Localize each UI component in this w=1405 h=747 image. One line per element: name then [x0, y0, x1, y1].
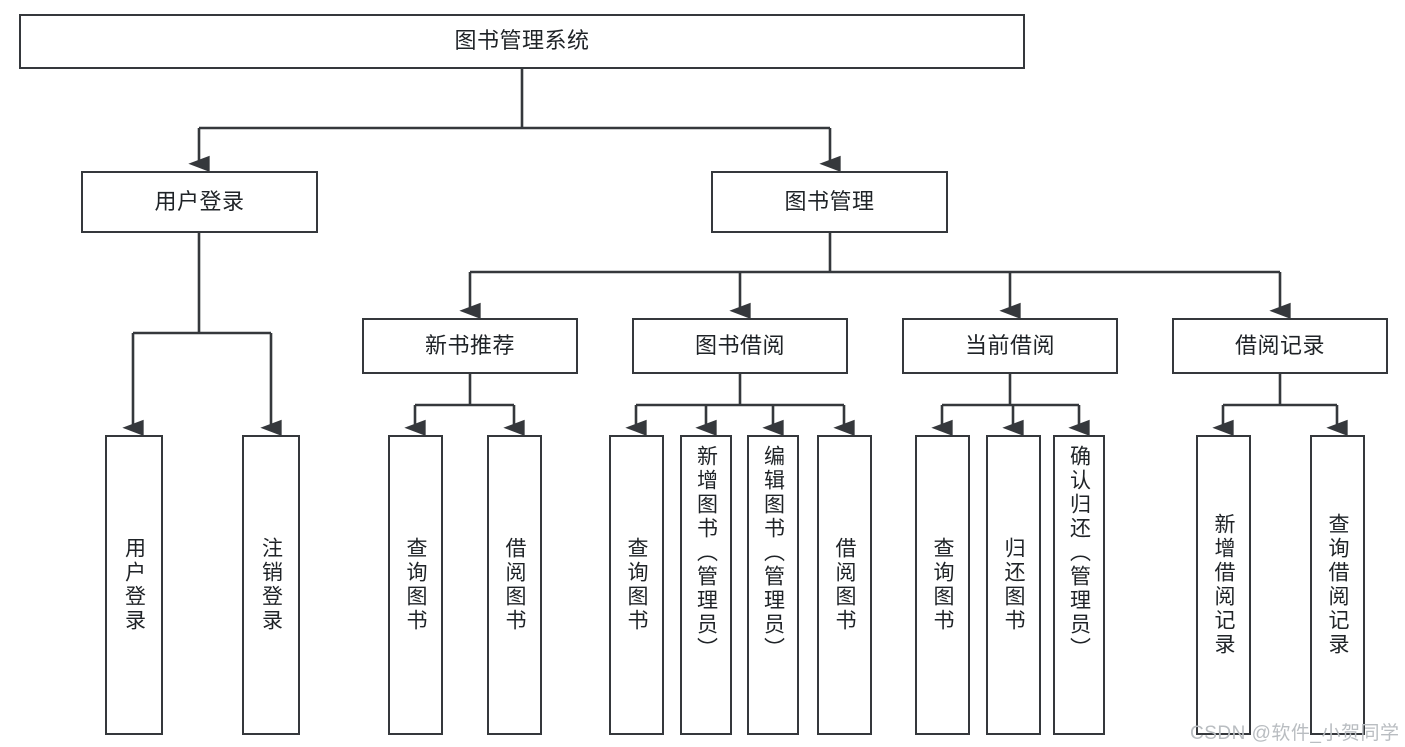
node-user-login-label: 用户登录 [154, 188, 245, 214]
node-leaf-borrow-book-rec[interactable]: 借阅图书 [487, 435, 542, 735]
csdn-watermark: CSDN @软件_小贺同学 [1190, 723, 1400, 744]
node-leaf-user-logout-label: 注销登录 [259, 537, 283, 633]
node-book-manage-label: 图书管理 [784, 188, 875, 214]
node-leaf-return-book[interactable]: 归还图书 [986, 435, 1041, 735]
node-leaf-user-login[interactable]: 用户登录 [105, 435, 163, 735]
node-new-book-rec[interactable]: 新书推荐 [362, 318, 578, 374]
node-borrow-record[interactable]: 借阅记录 [1172, 318, 1388, 374]
node-leaf-borrow-book[interactable]: 借阅图书 [817, 435, 872, 735]
node-new-book-rec-label: 新书推荐 [424, 332, 515, 358]
node-current-borrow[interactable]: 当前借阅 [902, 318, 1118, 374]
node-book-borrow[interactable]: 图书借阅 [632, 318, 848, 374]
node-leaf-confirm-return-label: 确认归还（管理员） [1067, 445, 1091, 661]
node-root[interactable]: 图书管理系统 [19, 14, 1025, 69]
node-leaf-user-logout[interactable]: 注销登录 [242, 435, 300, 735]
node-leaf-query-book-rec-label: 查询图书 [404, 537, 427, 633]
node-leaf-confirm-return[interactable]: 确认归还（管理员） [1053, 435, 1105, 735]
node-leaf-return-book-label: 归还图书 [1002, 537, 1025, 633]
node-leaf-add-record-label: 新增借阅记录 [1212, 513, 1235, 657]
node-leaf-add-record[interactable]: 新增借阅记录 [1196, 435, 1251, 735]
node-current-borrow-label: 当前借阅 [964, 332, 1055, 358]
node-leaf-borrow-book-rec-label: 借阅图书 [503, 537, 526, 633]
node-book-borrow-label: 图书借阅 [694, 332, 785, 358]
node-leaf-borrow-book-label: 借阅图书 [833, 537, 856, 633]
node-borrow-record-label: 借阅记录 [1234, 332, 1325, 358]
node-leaf-query-book-borrow[interactable]: 查询图书 [609, 435, 664, 735]
node-leaf-query-record[interactable]: 查询借阅记录 [1310, 435, 1365, 735]
node-leaf-edit-book[interactable]: 编辑图书（管理员） [747, 435, 799, 735]
node-leaf-user-login-label: 用户登录 [122, 537, 146, 633]
node-leaf-query-book-cur[interactable]: 查询图书 [915, 435, 970, 735]
node-book-manage[interactable]: 图书管理 [711, 171, 948, 233]
node-leaf-query-book-rec[interactable]: 查询图书 [388, 435, 443, 735]
node-leaf-add-book[interactable]: 新增图书（管理员） [680, 435, 732, 735]
node-root-label: 图书管理系统 [454, 28, 590, 54]
node-leaf-edit-book-label: 编辑图书（管理员） [761, 445, 785, 661]
node-leaf-query-book-borrow-label: 查询图书 [625, 537, 648, 633]
node-leaf-query-book-cur-label: 查询图书 [931, 537, 954, 633]
node-user-login[interactable]: 用户登录 [81, 171, 318, 233]
node-leaf-add-book-label: 新增图书（管理员） [694, 445, 718, 661]
node-leaf-query-record-label: 查询借阅记录 [1326, 513, 1349, 657]
